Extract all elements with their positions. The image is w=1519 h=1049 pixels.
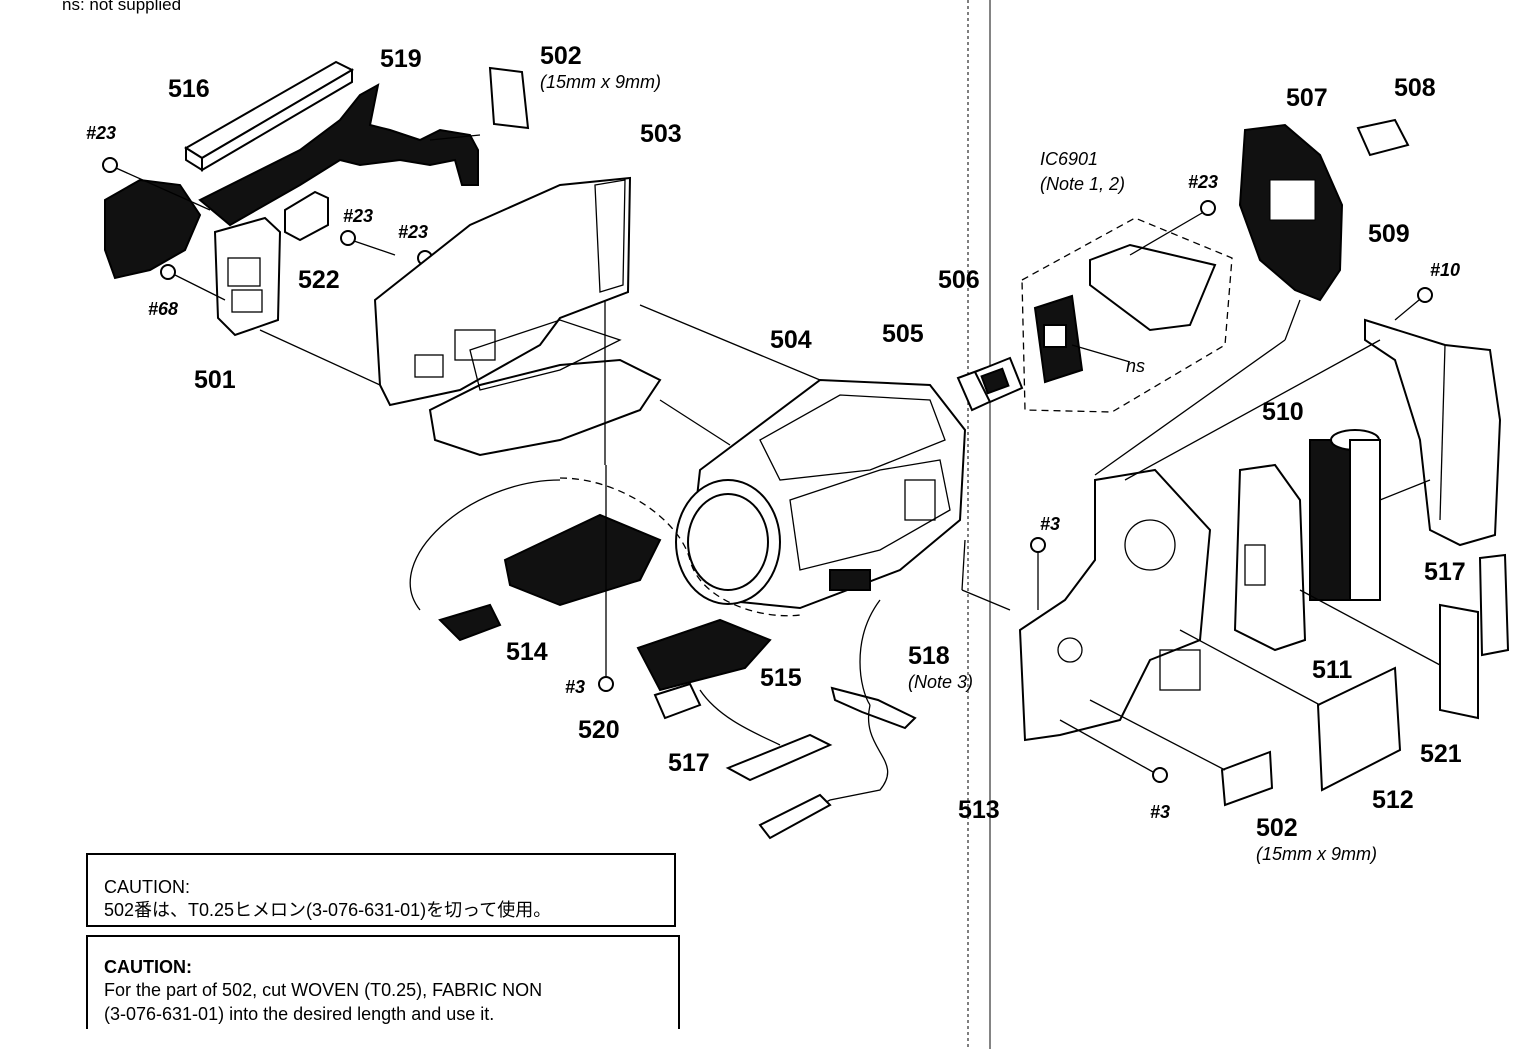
label-screw-23b: #23 [343,206,373,226]
label-screw-3c: #3 [1150,802,1170,822]
label-506: 506 [938,266,980,294]
label-screw-23a: #23 [86,123,116,143]
label-501: 501 [194,366,236,394]
label-screw-10: #10 [1430,260,1460,280]
part-518-cable [758,686,917,840]
part-502-sheet-left [488,66,530,130]
label-503: 503 [640,120,682,148]
label-520: 520 [578,716,620,744]
label-505: 505 [882,320,924,348]
part-511-bracket [1233,463,1307,652]
part-510-cylinder [1309,429,1381,601]
screw-68 [160,264,226,301]
caution-jp-title: CAUTION: [104,877,191,897]
label-502b-size: (15mm x 9mm) [1256,844,1377,864]
caution-box-japanese: CAUTION: 502番は、T0.25ヒメロン(3-076-631-01)を切… [86,853,676,927]
part-522-block [284,190,329,242]
label-502a-size: (15mm x 9mm) [540,72,661,92]
label-517a: 517 [668,749,710,777]
header-note: ns: not supplied [62,0,181,14]
label-522: 522 [298,266,340,294]
part-516-bar [184,60,355,172]
label-513: 513 [958,796,1000,824]
caution-en-title: CAUTION: [104,957,192,977]
part-517-pad-left [725,733,833,782]
screw-23d [1129,200,1216,256]
screw-3a [598,465,614,692]
outline-loop-left [559,477,801,617]
part-519-flex [198,83,479,227]
part-502-sheet-right [1220,750,1274,807]
part-506-window [980,367,1010,395]
label-518-note: (Note 3) [908,672,973,692]
screw-3b [1030,537,1046,610]
label-514: 514 [506,638,548,666]
connector-lines [259,134,1441,771]
part-517-sheet-right [1478,553,1510,657]
caution-jp-text: 502番は、T0.25ヒメロン(3-076-631-01)を切って使用。 [104,900,552,920]
screw-23b [340,230,396,256]
part-514-board [409,479,662,642]
label-509: 509 [1368,220,1410,248]
label-521: 521 [1420,740,1462,768]
part-503-frame [373,176,662,457]
caution-en-line1: For the part of 502, cut WOVEN (T0.25), … [104,980,543,1000]
part-513-board [1018,468,1212,742]
screw-23a [102,157,211,211]
screw-3c [1059,719,1168,783]
caution-en-line2: (3-076-631-01) into the desired length a… [104,1004,495,1024]
label-screw-3a: #3 [565,677,585,697]
label-508: 508 [1394,74,1436,102]
part-509-frame [1364,287,1502,547]
part-front-cover [104,178,202,280]
label-ic6901-note: (Note 1, 2) [1040,174,1125,194]
part-507-cover [1238,123,1344,302]
label-screw-23d: #23 [1188,172,1218,192]
label-ns: ns [1126,356,1145,376]
ic6901-group [1021,200,1233,413]
part-508-pad [1356,118,1410,157]
label-504: 504 [770,326,812,354]
label-502b: 502 [1256,814,1298,842]
label-507: 507 [1286,84,1328,112]
label-ic6901: IC6901 [1040,149,1098,169]
part-512-sheet [1316,666,1402,792]
part-520-pad [653,682,702,720]
label-screw-3b: #3 [1040,514,1060,534]
label-502a: 502 [540,42,582,70]
label-519: 519 [380,45,422,73]
label-516: 516 [168,75,210,103]
label-515: 515 [760,664,802,692]
label-518: 518 [908,642,950,670]
caution-box-english: CAUTION: For the part of 502, cut WOVEN … [86,935,680,1029]
part-504-lens-block [675,378,967,610]
label-517b: 517 [1424,558,1466,586]
label-510: 510 [1262,398,1304,426]
label-screw-23c: #23 [398,222,428,242]
part-521-sheet [1439,603,1479,720]
part-515-board [636,618,781,746]
label-screw-68: #68 [148,299,178,319]
label-511: 511 [1312,656,1352,684]
label-512: 512 [1372,786,1414,814]
screw-10 [1394,287,1433,321]
part-501-bracket [213,216,282,337]
